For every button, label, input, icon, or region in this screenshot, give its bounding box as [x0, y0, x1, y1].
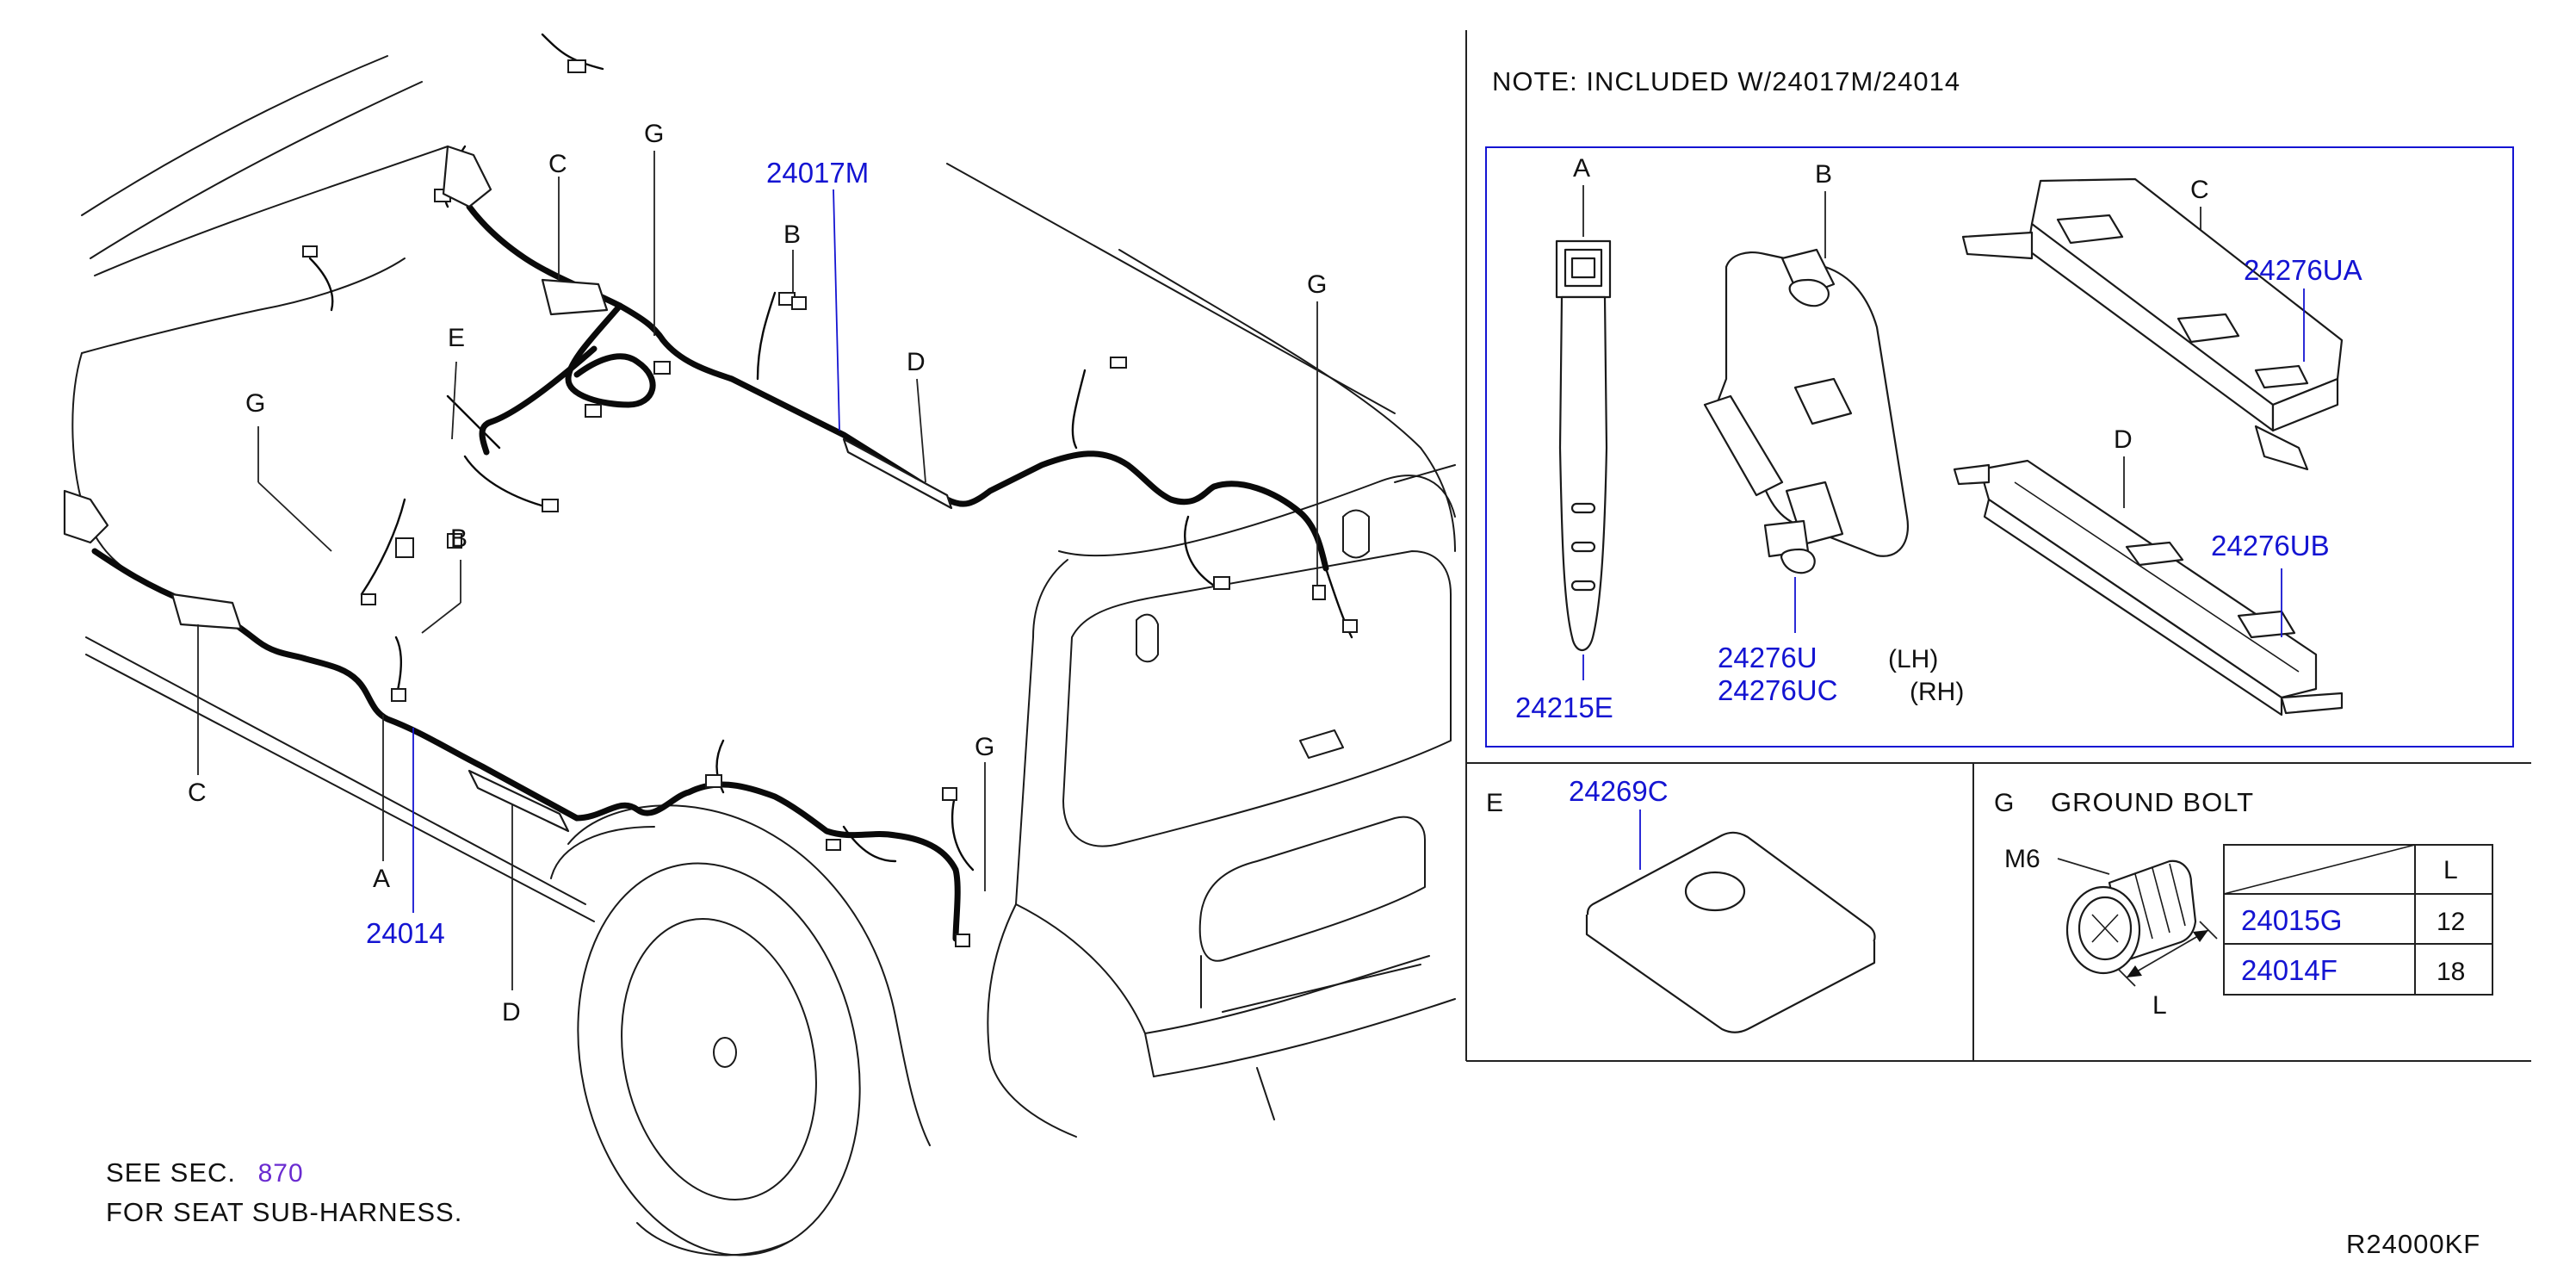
side-label-lh: (LH): [1888, 645, 1938, 673]
table-length-value: 12: [2437, 908, 2465, 936]
callout-c-bottom: C: [188, 779, 207, 807]
part-number-24215e[interactable]: 24215E: [1515, 692, 1613, 723]
length-dim-label: L: [2152, 991, 2167, 1020]
panel-label-c: C: [2190, 176, 2209, 204]
ground-bolt-title: GROUND BOLT: [2051, 787, 2254, 817]
panel-label-e: E: [1486, 789, 1503, 817]
callout-d-bottom: D: [502, 998, 521, 1027]
panel-part-d: D 24276UB: [1953, 425, 2344, 717]
see-sec-prefix: SEE SEC.: [106, 1157, 236, 1188]
svg-text:SEE SEC. 870: SEE SEC. 870: [106, 1157, 304, 1188]
panel-label-b: B: [1815, 160, 1832, 189]
parts-detail-box: [1485, 146, 2514, 748]
note-text: NOTE: INCLUDED W/24017M/24014: [1492, 66, 1960, 96]
part-number-24014[interactable]: 24014: [366, 917, 445, 949]
callout-c-top: C: [548, 150, 567, 178]
side-label-rh: (RH): [1910, 678, 1964, 706]
panel-frames: [1465, 30, 2531, 1062]
table-part-number[interactable]: 24014F: [2241, 954, 2338, 986]
see-section-note: SEE SEC. 870 FOR SEAT SUB-HARNESS.: [106, 1157, 462, 1227]
panel-part-b: B 24276U (LH) 24276UC (RH): [1703, 160, 1964, 706]
callout-a-bottom: A: [373, 865, 390, 893]
main-harness: [91, 203, 1329, 942]
callout-g-top: G: [644, 120, 664, 148]
panel-part-e: E 24269C: [1486, 775, 1876, 1033]
see-sec-line2: FOR SEAT SUB-HARNESS.: [106, 1197, 462, 1227]
section-870-link[interactable]: 870: [258, 1159, 304, 1188]
part-number-24276ub[interactable]: 24276UB: [2211, 530, 2330, 561]
part-number-24017m[interactable]: 24017M: [766, 157, 869, 189]
callout-b-top: B: [783, 220, 801, 249]
table-part-number[interactable]: 24015G: [2241, 904, 2342, 936]
vehicle-outline: [71, 55, 1456, 1256]
panel-label-a: A: [1573, 154, 1590, 183]
panel-label-d: D: [2114, 425, 2133, 454]
main-callouts: C G 24017M B D G E G B C A 24014 D G: [188, 120, 1327, 1027]
panel-part-c: C 24276UA: [1961, 176, 2362, 471]
main-leaders: [197, 151, 1318, 990]
table-header-length: L: [2443, 856, 2458, 884]
part-number-24276uc[interactable]: 24276UC: [1718, 674, 1837, 706]
panel-ground-bolt: G GROUND BOLT M6 L: [1994, 787, 2254, 1020]
part-number-24276u[interactable]: 24276U: [1718, 642, 1817, 673]
callout-b-mid: B: [450, 524, 468, 553]
m6-label: M6: [2004, 845, 2040, 873]
figure-code: R24000KF: [2346, 1229, 2480, 1259]
harness-branches: [63, 33, 1358, 947]
panel-label-g: G: [1994, 789, 2014, 817]
table-row: 24015G 12: [2241, 904, 2465, 936]
callout-g-bottom: G: [975, 733, 994, 761]
callout-d-top: D: [907, 348, 926, 376]
callout-g-left: G: [245, 389, 265, 418]
part-number-24276ua[interactable]: 24276UA: [2244, 254, 2362, 286]
callout-e-left: E: [448, 324, 465, 352]
callout-g-right: G: [1307, 270, 1327, 299]
table-row: 24014F 18: [2241, 954, 2465, 986]
bolt-table: L 24015G 12 24014F 18: [2223, 844, 2493, 996]
part-number-24269c[interactable]: 24269C: [1569, 775, 1669, 807]
panel-part-a: A 24215E: [1515, 154, 1613, 723]
table-length-value: 18: [2437, 958, 2465, 986]
